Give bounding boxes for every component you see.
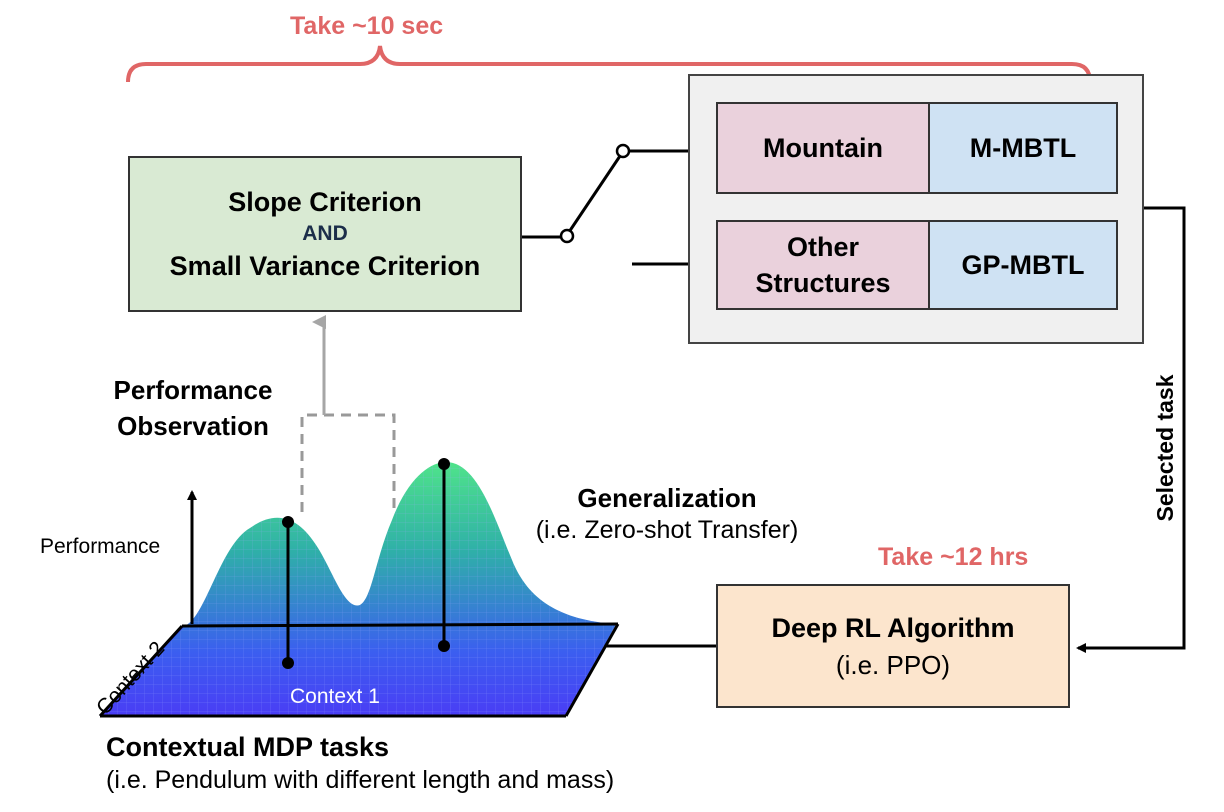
other-structures-box: Other Structures (716, 220, 930, 310)
switch-contact-b (615, 143, 631, 159)
slope-criterion-label: Slope Criterion (228, 187, 422, 217)
tasks-subtitle: (i.e. Pendulum with different length and… (106, 766, 615, 794)
criteria-box: Slope Criterion AND Small Variance Crite… (128, 156, 522, 312)
selected-task-arrow (1076, 206, 1186, 653)
point-peak-2-top (438, 458, 450, 470)
axis-label-context-1: Context 1 (290, 685, 380, 708)
axis-label-performance: Performance (40, 535, 161, 558)
generalization-title: Generalization (577, 483, 757, 513)
point-peak-2-base (438, 640, 450, 652)
switch-lever (565, 152, 624, 236)
selected-task-label: Selected task (1152, 374, 1178, 522)
tasks-title: Contextual MDP tasks (106, 732, 390, 762)
generalization-subtitle: (i.e. Zero-shot Transfer) (535, 516, 799, 544)
top-brace (126, 45, 1092, 83)
time-label-top: Take ~10 sec (290, 12, 444, 40)
switch-contact-a (559, 228, 575, 244)
gp-mbtl-box: GP-MBTL (928, 220, 1118, 310)
time-label-rl: Take ~12 hrs (878, 543, 1029, 571)
deep-rl-subtitle: (i.e. PPO) (835, 650, 951, 680)
m-mbtl-box: M-MBTL (928, 102, 1118, 194)
generalization-label: Generalization (i.e. Zero-shot Transfer) (506, 482, 828, 546)
point-peak-1-top (282, 516, 294, 528)
performance-observation-label: Performance Observation (100, 372, 286, 444)
deep-rl-box: Deep RL Algorithm (i.e. PPO) (716, 584, 1070, 708)
variance-criterion-label: Small Variance Criterion (169, 251, 481, 281)
point-peak-1-base (282, 657, 294, 669)
mountain-box: Mountain (716, 102, 930, 194)
floor-edge-back (181, 622, 619, 628)
perf-obs-line2: Observation (117, 411, 269, 441)
perf-obs-line1: Performance (113, 375, 273, 405)
floor-edge-left (98, 624, 184, 718)
and-label: AND (302, 222, 348, 245)
observation-dashed-bracket (300, 413, 396, 512)
deep-rl-title: Deep RL Algorithm (771, 613, 1015, 643)
other-structures-line1: Other (786, 232, 859, 262)
floor-edge-right (564, 623, 620, 717)
other-structures-line2: Structures (755, 268, 891, 298)
